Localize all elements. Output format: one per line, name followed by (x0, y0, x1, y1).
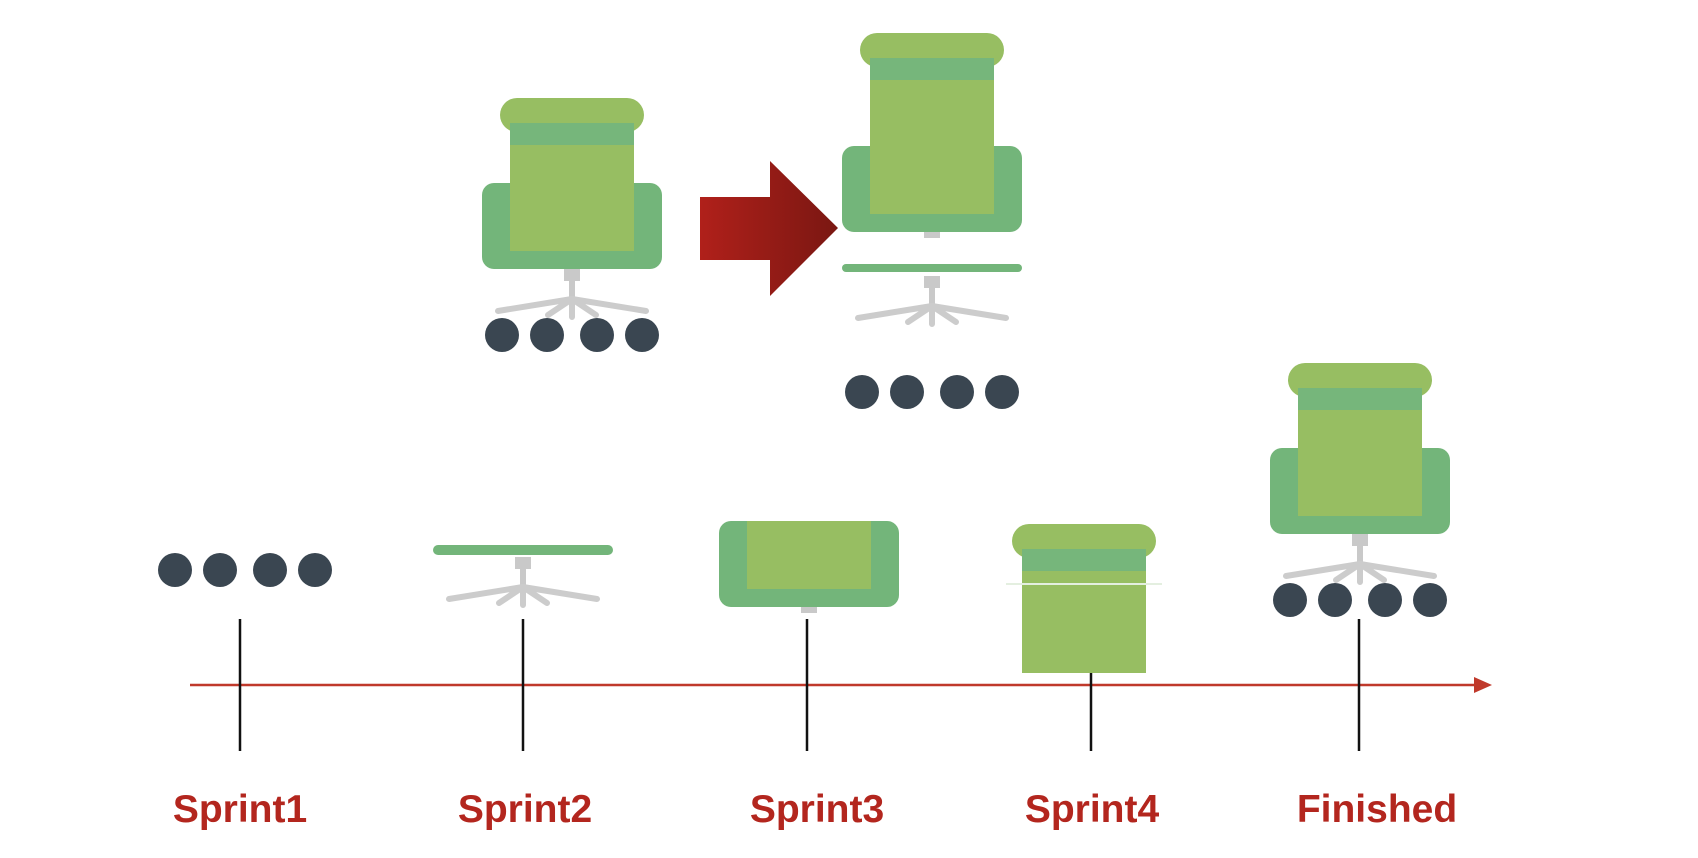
finished-chair-icon (1270, 363, 1450, 617)
right-arrow-icon (700, 161, 838, 296)
label-sprint2: Sprint2 (457, 788, 593, 831)
sprint4-headrest-icon (1006, 524, 1162, 673)
exploded-wheels-icon (845, 375, 1019, 409)
exploded-seat-icon (842, 146, 1022, 238)
sprint2-base-icon (433, 545, 613, 605)
sprint3-seat-icon (719, 521, 899, 613)
exploded-base-icon (842, 264, 1022, 324)
label-finished: Finished (1296, 788, 1458, 831)
label-sprint4: Sprint4 (1024, 788, 1160, 831)
timeline-arrowhead (1474, 677, 1492, 693)
assembled-chair-icon (482, 98, 662, 352)
exploded-chair-icon (842, 33, 1022, 409)
label-sprint3: Sprint3 (749, 788, 885, 831)
label-sprint1: Sprint1 (172, 788, 308, 831)
sprint1-wheels-icon (158, 553, 332, 587)
